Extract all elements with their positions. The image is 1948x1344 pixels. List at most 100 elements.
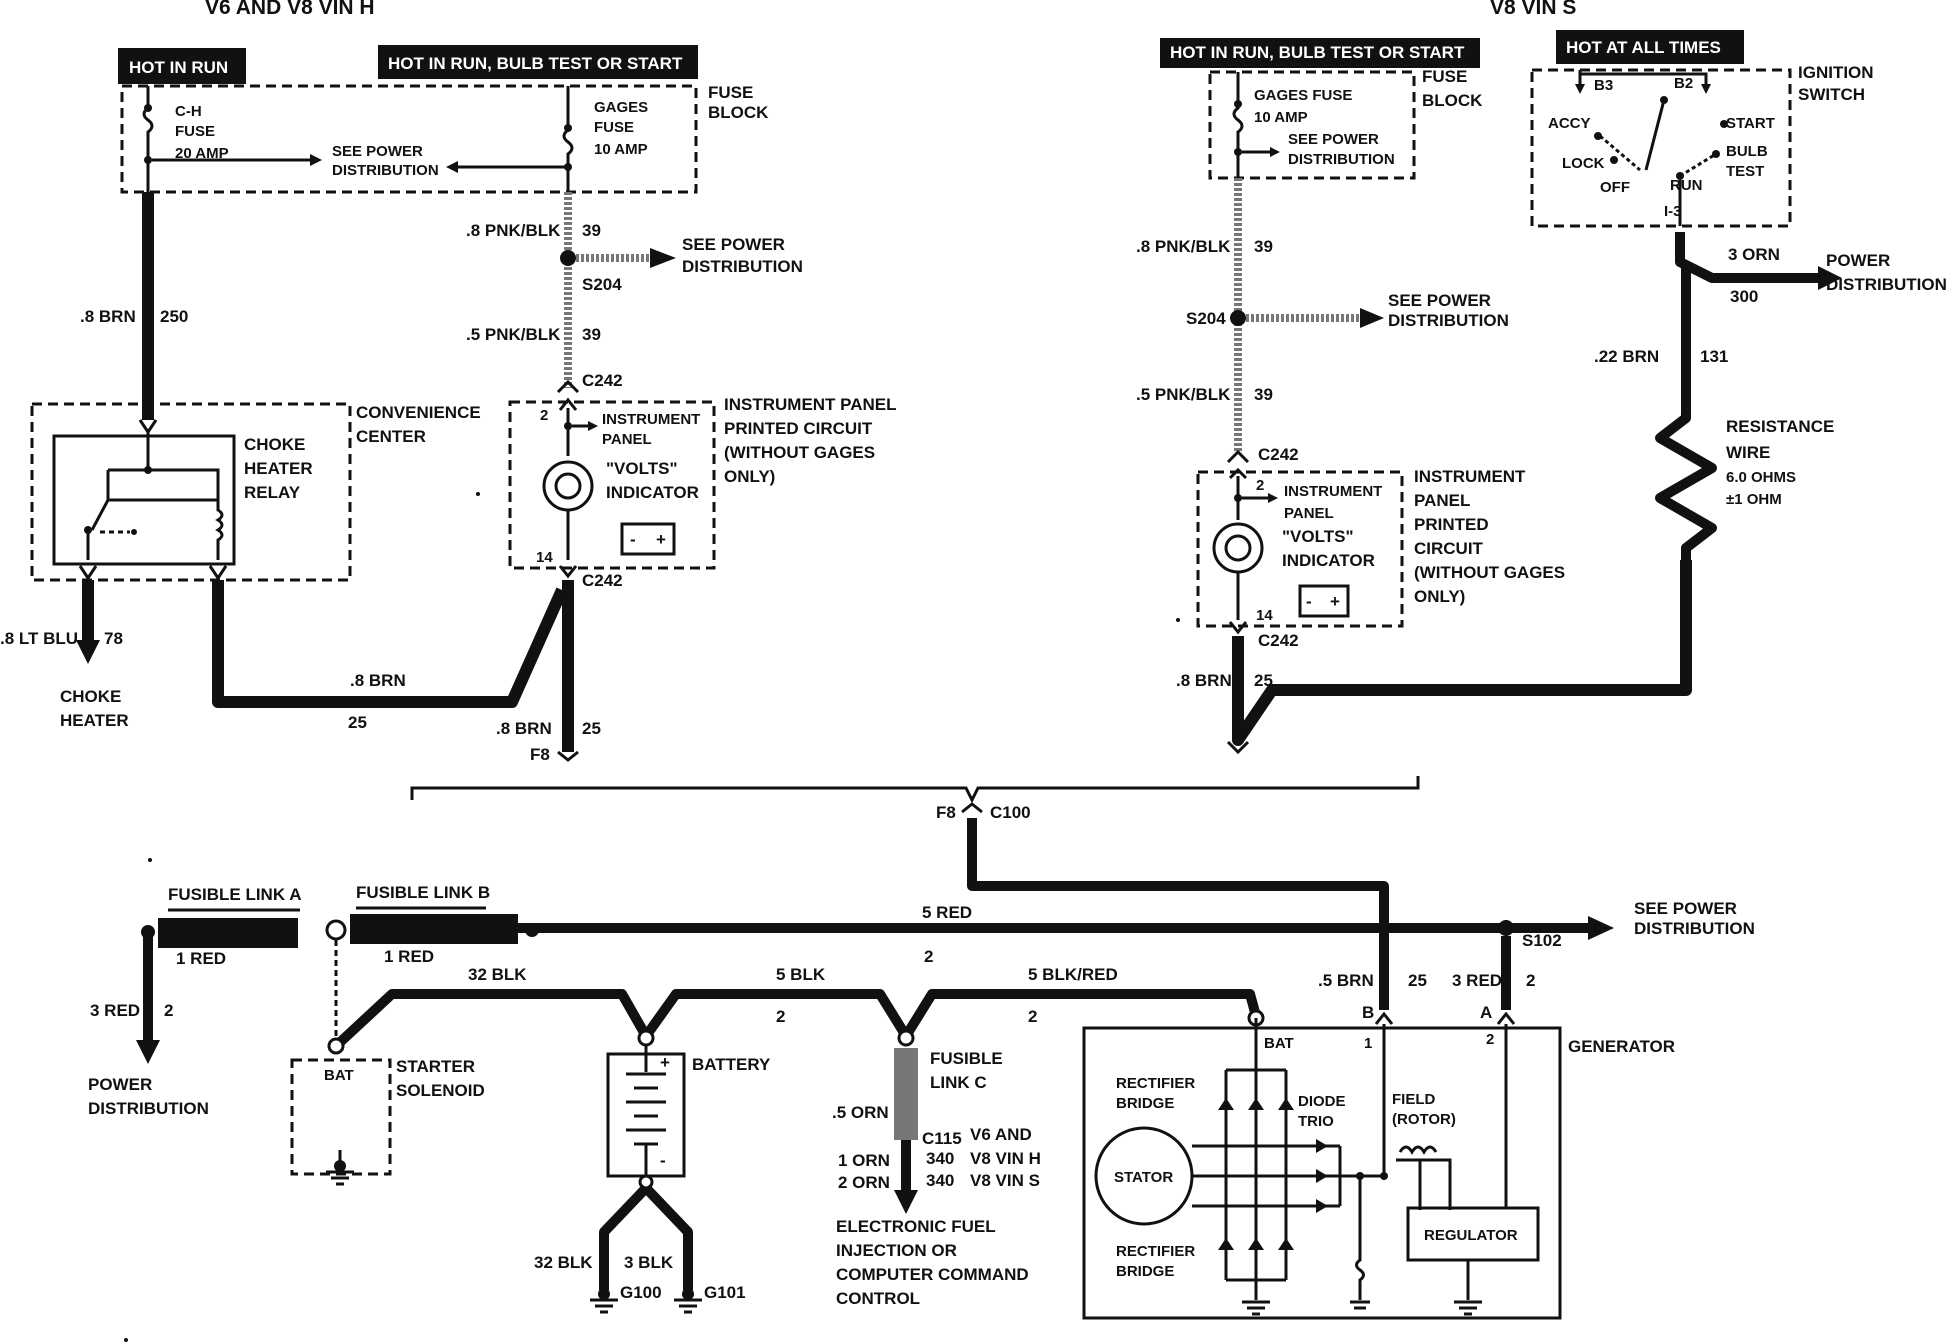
orn5: .5 ORN xyxy=(832,1103,889,1122)
generator-box xyxy=(1082,1026,1562,1320)
see-power-bottom-2: DISTRIBUTION xyxy=(1634,919,1755,938)
hot-in-run-bulb-label-right: HOT IN RUN, BULB TEST OR START xyxy=(1170,43,1465,62)
battery-icon-left xyxy=(620,522,676,556)
w-8pnkblk-left: .8 PNK/BLK xyxy=(466,221,561,240)
pin-a: A xyxy=(1480,1003,1492,1022)
power-dist-bottom-2: DISTRIBUTION xyxy=(88,1099,209,1118)
f8-left: F8 xyxy=(530,745,550,764)
see-power-bottom-1: SEE POWER xyxy=(1634,899,1737,918)
svg-text:-: - xyxy=(660,1151,666,1170)
rotor-coil xyxy=(1396,1145,1440,1162)
fuse-block-right-2: BLOCK xyxy=(1422,91,1483,110)
w-8brn-c: .8 BRN xyxy=(496,719,552,738)
ipc-right-3: PRINTED xyxy=(1414,515,1489,534)
starter-1: STARTER xyxy=(396,1057,475,1076)
stator-label: STATOR xyxy=(1114,1169,1173,1186)
volts-bulb-right xyxy=(1212,522,1264,574)
n25-bottom: 25 xyxy=(1408,971,1427,990)
battery-icon-right xyxy=(1298,584,1350,618)
see-power-right-2: DISTRIBUTION xyxy=(1288,151,1395,168)
i3-label: I-3 xyxy=(1664,203,1682,220)
w-22brn: .22 BRN xyxy=(1594,347,1659,366)
efi-3: COMPUTER COMMAND xyxy=(836,1265,1029,1284)
pin-2: 2 xyxy=(1486,1031,1494,1048)
wire-main-blk xyxy=(332,989,1261,1050)
red5: 5 RED xyxy=(922,903,972,922)
field-1: FIELD xyxy=(1392,1091,1435,1108)
ip-small-1-left: INSTRUMENT xyxy=(602,411,700,428)
relay-coil xyxy=(108,468,224,560)
svg-text:+: + xyxy=(1330,592,1340,611)
hot-in-run-tag xyxy=(118,48,246,84)
power-dist-right-1: POWER xyxy=(1826,251,1890,270)
starter-solenoid-box xyxy=(290,1058,392,1176)
n-39a-right: 39 xyxy=(1254,237,1273,256)
ipc-left-4: ONLY) xyxy=(724,467,775,486)
resist-3: 6.0 OHMS xyxy=(1726,469,1796,486)
bulb-label: BULB xyxy=(1726,143,1768,160)
gages-fuse-symbol xyxy=(562,86,574,192)
v6v8-2: V8 VIN H xyxy=(970,1149,1041,1168)
diode-trio-2: TRIO xyxy=(1298,1113,1334,1130)
amp-right: 10 AMP xyxy=(1254,109,1308,126)
wire-25-left xyxy=(212,580,568,708)
w-8ltblu: .8 LT BLU xyxy=(0,629,78,648)
generator-label: GENERATOR xyxy=(1568,1037,1675,1056)
resistance-wire xyxy=(1655,262,1717,562)
brace xyxy=(410,776,1420,804)
fuse-block-1: FUSE xyxy=(708,83,753,102)
ch-fuse-symbol xyxy=(142,86,154,192)
fusible-link-a xyxy=(158,918,298,948)
pin-b: B xyxy=(1362,1003,1374,1022)
ipc-right-2: PANEL xyxy=(1414,491,1470,510)
n-250: 250 xyxy=(160,307,188,326)
ipc-right-box xyxy=(1196,470,1404,628)
b2-label: B2 xyxy=(1674,75,1693,92)
volts-right-1: "VOLTS" xyxy=(1282,527,1354,546)
see-power-big-2: DISTRIBUTION xyxy=(682,257,803,276)
hot-in-run-bulb-label: HOT IN RUN, BULB TEST OR START xyxy=(388,54,683,73)
c100-label: C100 xyxy=(990,803,1031,822)
accy-label: ACCY xyxy=(1548,115,1591,132)
blk32: 32 BLK xyxy=(468,965,527,984)
s102: S102 xyxy=(1522,931,1562,950)
w-3orn: 3 ORN xyxy=(1728,245,1780,264)
ipc-left-2: PRINTED CIRCUIT xyxy=(724,419,873,438)
fusible-c-2: LINK C xyxy=(930,1073,987,1092)
start-label: START xyxy=(1726,115,1775,132)
wire-25-right xyxy=(1232,560,1692,746)
ch-fuse-2: FUSE xyxy=(175,123,215,140)
v6v8-3: V8 VIN S xyxy=(970,1171,1040,1190)
hot-at-all-label: HOT AT ALL TIMES xyxy=(1566,38,1721,57)
s204-left: S204 xyxy=(582,275,622,294)
w-8brn-250: .8 BRN xyxy=(80,307,136,326)
fuse-block-right xyxy=(1208,70,1416,180)
orn2: 2 ORN xyxy=(838,1173,890,1192)
gages-fuse-1: GAGES xyxy=(594,99,648,116)
n-25-right: 25 xyxy=(1254,671,1273,690)
ipc-left-1: INSTRUMENT PANEL xyxy=(724,395,897,414)
c242-top-left xyxy=(556,379,580,394)
blk32b: 32 BLK xyxy=(534,1253,593,1272)
ch-fuse-amp: 20 AMP xyxy=(175,145,229,162)
choke-relay-3: RELAY xyxy=(244,483,301,502)
n-300: 300 xyxy=(1730,287,1758,306)
ip-small-right-1: INSTRUMENT xyxy=(1284,483,1382,500)
c242-bot-right: C242 xyxy=(1258,631,1299,650)
ignition-lever xyxy=(1644,99,1666,171)
s204-splice-right xyxy=(1230,310,1246,326)
starter-2: SOLENOID xyxy=(396,1081,485,1100)
fusible-link-c xyxy=(894,1048,918,1140)
n2a: 2 xyxy=(776,1007,785,1026)
c242-top-left-label: C242 xyxy=(582,371,623,390)
ground-icon-g101 xyxy=(674,1298,702,1314)
n2b: 2 xyxy=(1028,1007,1037,1026)
wire-c100 xyxy=(967,818,1389,1010)
see-power-2: DISTRIBUTION xyxy=(332,162,439,179)
w-3red-left: 3 RED xyxy=(90,1001,140,1020)
title-right: V8 VIN S xyxy=(1490,0,1576,19)
svg-text:-: - xyxy=(1306,592,1312,611)
choke-relay-2: HEATER xyxy=(244,459,313,478)
test-label: TEST xyxy=(1726,163,1764,180)
